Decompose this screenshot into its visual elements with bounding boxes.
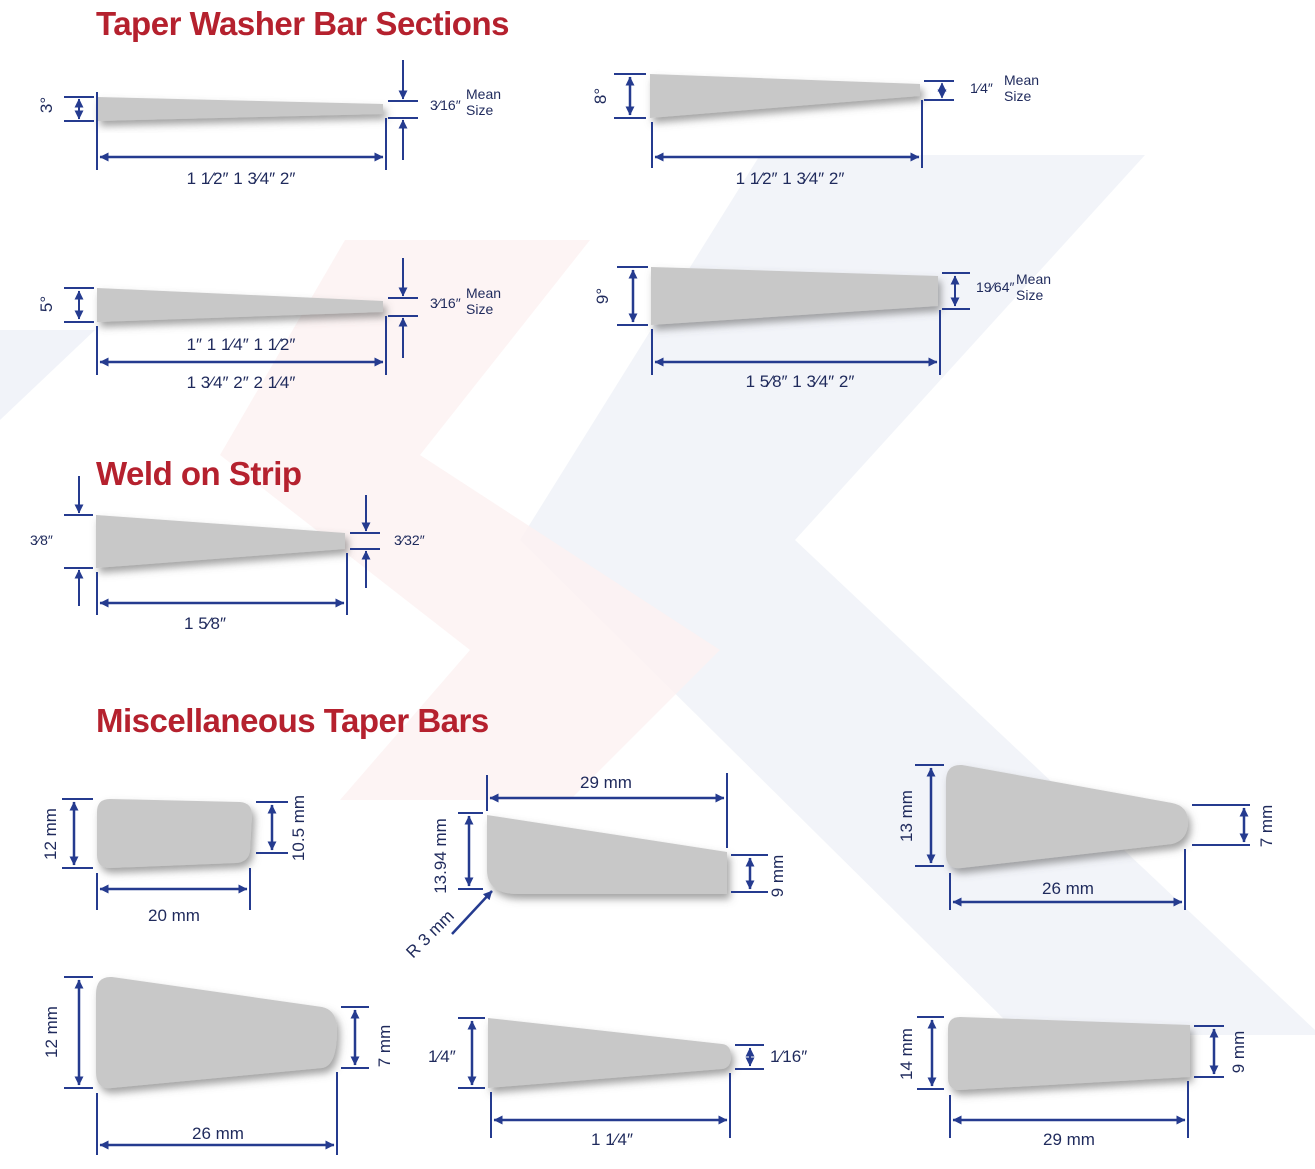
chevron-blue-large <box>520 155 1315 1035</box>
size-label: Size <box>1016 287 1043 303</box>
length-label: 29 mm <box>1043 1130 1095 1149</box>
end-height-label: 10.5 mm <box>289 795 308 861</box>
angle-label: 8° <box>591 88 610 104</box>
height-label: 12 mm <box>42 1006 61 1058</box>
end-height-label: 7 mm <box>375 1025 394 1068</box>
taper-bar-3deg: 3° 3⁄16″ Mean Size 1 1⁄2″ 1 3⁄4″ 2″ <box>37 60 501 188</box>
mean-label: Mean <box>1004 72 1039 88</box>
length-label: 26 mm <box>1042 879 1094 898</box>
chevron-red <box>220 240 720 800</box>
taper-bar-8deg: 8° 1⁄4″ Mean Size 1 1⁄2″ 1 3⁄4″ 2″ <box>591 72 1039 188</box>
part-shape <box>97 799 252 868</box>
part-shape <box>97 288 383 322</box>
weld-strip: 3⁄8″ 3⁄32″ 1 5⁄8″ <box>30 476 425 633</box>
misc-bar-2: 13.94 mm 9 mm 29 mm R 3 mm <box>402 773 787 962</box>
end-height-label: 9 mm <box>1229 1031 1248 1074</box>
misc-bar-5: 1⁄4″ 1⁄16″ 1 1⁄4″ <box>428 1017 807 1149</box>
length-options: 1 1⁄2″ 1 3⁄4″ 2″ <box>736 169 845 188</box>
part-shape <box>650 74 920 118</box>
length-label: 1 5⁄8″ <box>184 614 226 633</box>
end-height-label: 1⁄16″ <box>770 1047 807 1066</box>
part-shape <box>97 97 383 121</box>
dimension-line <box>451 890 493 935</box>
length-options: 1 5⁄8″ 1 3⁄4″ 2″ <box>746 372 855 391</box>
height-label: 13 mm <box>897 790 916 842</box>
thickness-label: 1⁄4″ <box>970 80 993 96</box>
length-label: 29 mm <box>580 773 632 792</box>
length-options: 1 1⁄2″ 1 3⁄4″ 2″ <box>187 169 296 188</box>
height-label: 13.94 mm <box>431 818 450 894</box>
section-title-weld-strip: Weld on Strip <box>96 455 302 492</box>
height-label: 12 mm <box>41 808 60 860</box>
angle-label: 5° <box>37 296 56 312</box>
thickness-label: 19⁄64″ <box>976 279 1014 295</box>
part-shape <box>948 1017 1190 1090</box>
part-shape <box>488 1018 731 1088</box>
part-shape <box>651 267 938 325</box>
thickness-label: 3⁄16″ <box>430 97 461 113</box>
angle-label: 9° <box>593 288 612 304</box>
part-shape <box>946 764 1188 869</box>
radius-label: R 3 mm <box>402 906 458 962</box>
length-label: 26 mm <box>192 1124 244 1143</box>
length-label: 1 1⁄4″ <box>591 1130 633 1149</box>
misc-bar-4: 12 mm 7 mm 26 mm <box>42 976 394 1155</box>
misc-bar-6: 14 mm 9 mm 29 mm <box>897 1016 1248 1149</box>
angle-label: 3° <box>37 97 56 113</box>
tip-label: 3⁄32″ <box>394 532 425 548</box>
misc-bar-3: 13 mm 7 mm 26 mm <box>897 764 1276 910</box>
height-label: 14 mm <box>897 1028 916 1080</box>
end-height-label: 7 mm <box>1257 805 1276 848</box>
thickness-label: 3⁄16″ <box>430 295 461 311</box>
part-shape <box>487 815 727 894</box>
mean-label: Mean <box>1016 271 1051 287</box>
length-label: 20 mm <box>148 906 200 925</box>
mean-label: Mean <box>466 285 501 301</box>
mean-label: Mean <box>466 86 501 102</box>
chevron-blue-left <box>0 330 95 420</box>
end-height-label: 9 mm <box>768 855 787 898</box>
height-label: 3⁄8″ <box>30 532 53 548</box>
size-label: Size <box>466 102 493 118</box>
height-label: 1⁄4″ <box>428 1047 456 1066</box>
part-shape <box>96 515 345 568</box>
size-label: Size <box>466 301 493 317</box>
taper-bar-5deg: 5° 3⁄16″ Mean Size 1″ 1 1⁄4″ 1 1⁄2″ 1 3⁄… <box>37 258 501 392</box>
length-options-long: 1 3⁄4″ 2″ 2 1⁄4″ <box>187 373 296 392</box>
length-options-short: 1″ 1 1⁄4″ 1 1⁄2″ <box>187 335 296 354</box>
background-chevrons <box>0 155 1315 1035</box>
part-shape <box>96 976 337 1089</box>
section-title-taper-washer: Taper Washer Bar Sections <box>96 5 509 42</box>
taper-bar-9deg: 9° 19⁄64″ Mean Size 1 5⁄8″ 1 3⁄4″ 2″ <box>593 266 1051 391</box>
size-label: Size <box>1004 88 1031 104</box>
misc-bar-1: 12 mm 10.5 mm 20 mm <box>41 795 308 925</box>
section-title-misc: Miscellaneous Taper Bars <box>96 702 489 739</box>
